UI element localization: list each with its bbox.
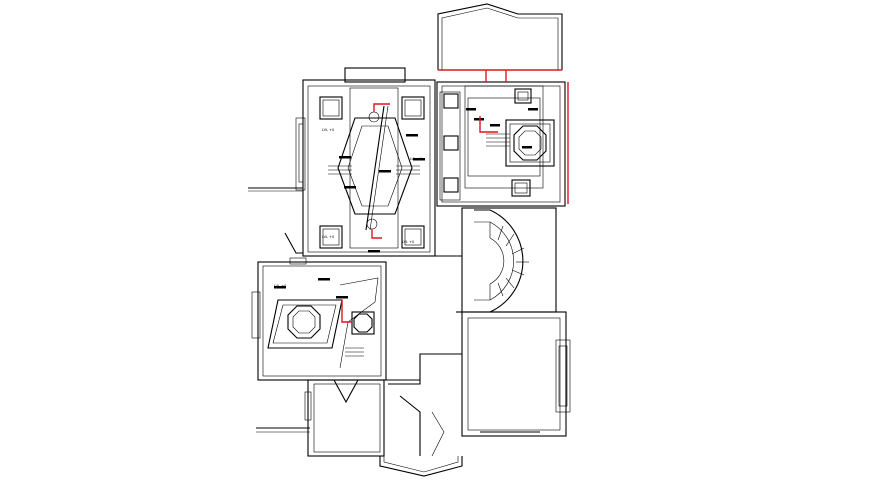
ceiling-level-label: LVL +0 [322,128,334,132]
ceiling-level-label: LVL +0 [274,284,286,288]
exterior-walls-left [248,187,310,433]
room-upper-right [436,69,569,207]
room-middle-left [251,257,387,381]
room-lower-right [461,311,571,437]
room-lower-left [304,379,385,457]
spiral-staircase [461,207,557,313]
connecting-walls [386,255,462,381]
ceiling-level-label: LVL +0 [410,157,422,161]
bay-window-entry [379,353,463,477]
ceiling-level-label: LVL +0 [322,235,334,239]
balcony [437,3,563,70]
ceiling-level-label: LVL +0 [402,240,414,244]
room-upper-left [295,67,436,257]
